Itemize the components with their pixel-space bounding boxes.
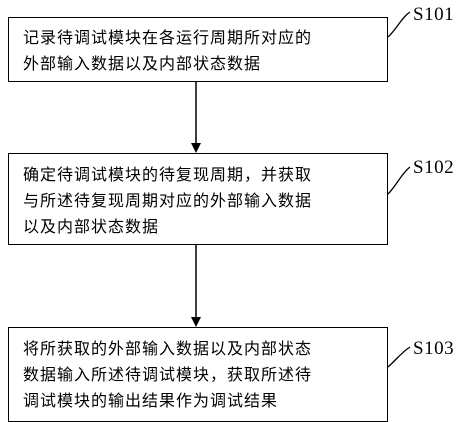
step-label-s103: S103 — [413, 338, 455, 359]
leader-curve-s102 — [387, 166, 411, 195]
step-box-s103: 将所获取的外部输入数据以及内部状态 数据输入所述待调试模块，获取所述待 调试模块… — [8, 327, 388, 422]
step-box-s101: 记录待调试模块在各运行周期所对应的 外部输入数据以及内部状态数据 — [8, 17, 388, 82]
step-text-s101: 记录待调试模块在各运行周期所对应的 外部输入数据以及内部状态数据 — [23, 28, 313, 73]
leader-curve-s103 — [387, 346, 411, 368]
leader-curve-s101 — [387, 11, 411, 38]
step-text-s103: 将所获取的外部输入数据以及内部状态 数据输入所述待调试模块，获取所述待 调试模块… — [23, 339, 313, 410]
step-box-s102: 确定待调试模块的待复现周期，并获取 与所述待复现周期对应的外部输入数据 以及内部… — [8, 153, 388, 245]
step-label-s101: S101 — [413, 4, 455, 25]
step-text-s102: 确定待调试模块的待复现周期，并获取 与所述待复现周期对应的外部输入数据 以及内部… — [23, 165, 313, 236]
step-label-s102: S102 — [413, 157, 455, 178]
